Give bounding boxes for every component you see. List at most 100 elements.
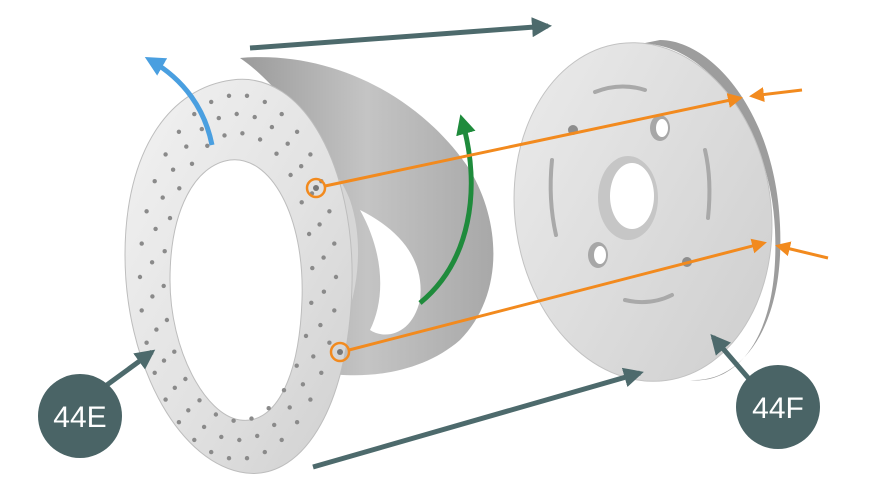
alignment-line-bottom [348,238,767,352]
ring-perforation-hole [192,437,197,443]
ring-perforation-hole [274,151,279,156]
ring-perforation-hole [279,111,284,117]
ring-perforation-hole [192,111,197,117]
hub-slot-right [703,148,712,220]
ring-perforation-hole [176,420,182,425]
ring-perforation-hole [170,167,176,172]
insert-arrow-top [749,87,803,103]
ring-perforation-hole [249,416,254,421]
ring-perforation-hole [139,241,144,246]
hub-bolt-hole-lower-inner [594,246,606,264]
ring-perforation-hole [262,449,267,455]
ring-perforation-hole [327,340,332,345]
hub-center-bore [610,163,654,229]
ring-perforation-hole [318,322,323,328]
ring-perforation-hole [299,164,304,169]
callout-44e-label: 44E [53,401,106,434]
ring-perforation-hole [137,274,143,280]
ring-perforation-hole [183,376,188,382]
ring-perforation-hole [219,434,224,440]
ring-perforation-hole [209,449,214,455]
ring-perforation-hole [216,115,221,121]
ring-perforation-hole [186,408,191,413]
ring-perforation-hole [139,308,144,313]
rotate-arrow-blue [144,57,215,146]
ring-perforation-hole [272,422,277,428]
ring-perforation-hole [161,283,166,289]
ring-perforation-hole [201,424,207,430]
ring-perforation-hole [176,129,182,134]
ring-perforation-hole [306,231,312,237]
callout-44f-pointer [710,333,752,382]
ring-perforation-hole [317,222,322,227]
alignment-line-top [324,93,743,188]
callout-44e-pointer [98,349,156,393]
ring-perforation-hole [197,398,202,403]
ring-perforation-hole [294,363,299,368]
ring-perforation-hole [162,249,167,254]
rotate-arrow-green [418,114,476,305]
ring-perforation-hole [294,420,300,425]
disc-bell-cutout [360,210,421,335]
ring-perforation-hole [287,405,292,410]
callout-44e: 44E [38,349,156,458]
ring-perforation-hole [177,186,182,191]
ring-perforation-hole [144,340,149,345]
ring-perforation-hole [240,131,245,136]
ring-perforation-hole [167,215,173,221]
ring-perforation-hole [300,382,306,387]
callout-44e-badge [38,374,122,458]
ring-perforation-hole [172,349,177,354]
ring-perforation-hole [226,456,232,461]
ring-perforations [137,93,339,461]
ring-perforation-hole [285,141,290,146]
ring-perforation-hole [226,93,232,99]
ring-perforation-hole [332,308,337,313]
ring-perforation-hole [152,370,157,375]
ring-perforation-hole [237,437,242,443]
ring-mount-hole-top [313,185,319,191]
ring-perforation-hole [164,317,170,323]
ring-perforation-hole [199,126,204,132]
ring-perforation-hole [209,99,214,105]
ring-perforation-hole [222,133,227,138]
ring-perforation-hole [269,124,275,130]
ring-perforation-hole [149,260,155,265]
ring-perforation-hole [309,300,314,305]
ring-perforation-hole [153,226,158,232]
ring-perforation-hole [189,161,195,166]
ring-mount-hole-bottom [337,349,343,355]
callout-44f-badge [736,365,820,449]
ring-perforation-hole [279,437,284,443]
ring-perforation-hole [327,209,332,214]
ring-perforation-hole [161,358,167,363]
insert-arrow-bottom [775,241,829,260]
hub-slot-bottom [623,293,674,305]
perforated-brake-ring [124,78,353,474]
ring-perforation-hole [333,274,339,280]
ring-face [124,78,353,474]
ring-perforation-hole [310,265,315,271]
transfer-arrow-top [249,17,552,51]
ring-perforation-hole [294,129,300,134]
ring-perforation-hole [231,418,236,423]
ring-perforation-hole [288,172,293,178]
ring-perforation-hole [308,397,313,402]
ring-perforation-hole [244,456,250,461]
ring-perforation-hole [152,179,157,184]
ring-perforation-hole [150,294,155,299]
ring-perforation-hole [266,406,271,411]
ring-perforation-hole [303,333,309,339]
ring-perforation-hole [321,255,326,260]
ring-perforation-hole [172,385,177,390]
ring-perforation-hole [244,93,250,99]
ring-perforation-hole [154,327,159,332]
ring-perforation-hole [234,111,239,117]
ring-perforation-hole [262,99,267,105]
transfer-arrow-bottom [312,367,644,470]
callout-44f: 44F [710,333,820,449]
hub-slot-left [548,158,558,237]
hub-slot-top [593,84,647,94]
